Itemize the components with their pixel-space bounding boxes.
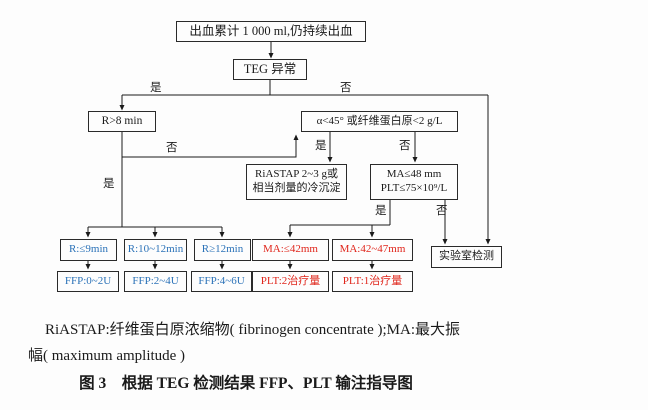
- node-r-gt-8min: R>8 min: [88, 111, 156, 132]
- label-alpha-yes: 是: [315, 140, 327, 152]
- label-teg-no: 否: [340, 82, 352, 94]
- label-r8-yes: 是: [103, 178, 115, 190]
- label-teg-yes: 是: [150, 82, 162, 94]
- node-plt-2-doses: PLT:2治疗量: [252, 271, 329, 292]
- node-ffp-4-6u: FFP:4~6U: [191, 271, 252, 292]
- node-r-10-12min: R:10~12min: [124, 239, 187, 261]
- node-lab-testing: 实验室检测: [431, 246, 502, 268]
- node-r-le-9min: R:≤9min: [60, 239, 117, 261]
- node-riastap-line1: RiASTAP 2~3 g或: [255, 168, 338, 181]
- node-ma48-line1: MA≤48 mm: [386, 168, 442, 181]
- node-ffp-0-2u: FFP:0~2U: [57, 271, 119, 292]
- figure-legend: RiASTAP:纤维蛋白原浓缩物( fibrinogen concentrate…: [28, 317, 488, 369]
- legend-line1: RiASTAP:纤维蛋白原浓缩物( fibrinogen concentrate…: [45, 322, 460, 338]
- node-plt-1-dose: PLT:1治疗量: [332, 271, 413, 292]
- node-ma48-line2: PLT≤75×10⁹/L: [380, 182, 448, 194]
- node-alpha-fibrinogen: α<45° 或纤维蛋白原<2 g/L: [301, 111, 458, 132]
- node-ma-le-42mm: MA:≤42mm: [252, 239, 329, 261]
- figure-caption: 图 3 根据 TEG 检测结果 FFP、PLT 输注指导图: [79, 375, 413, 392]
- node-teg-abnormal: TEG 异常: [233, 59, 307, 80]
- label-alpha-no: 否: [399, 140, 411, 152]
- node-ffp-2-4u: FFP:2~4U: [124, 271, 187, 292]
- legend-line2: 幅( maximum amplitude ): [28, 348, 186, 364]
- edge-r8-no-alpha: [122, 134, 299, 158]
- node-ma48-plt75: MA≤48 mm PLT≤75×10⁹/L: [370, 164, 458, 200]
- node-riastap-cryo: RiASTAP 2~3 g或 相当剂量的冷沉淀: [246, 164, 347, 200]
- label-ma-no: 否: [436, 205, 448, 217]
- node-ma-42-47mm: MA:42~47mm: [332, 239, 413, 261]
- node-bleeding: 出血累计 1 000 ml,仍持续出血: [176, 21, 366, 42]
- node-r-ge-12min: R≥12min: [194, 239, 251, 261]
- label-ma-yes: 是: [375, 205, 387, 217]
- label-r8-no: 否: [166, 142, 178, 154]
- node-riastap-line2: 相当剂量的冷沉淀: [252, 182, 341, 194]
